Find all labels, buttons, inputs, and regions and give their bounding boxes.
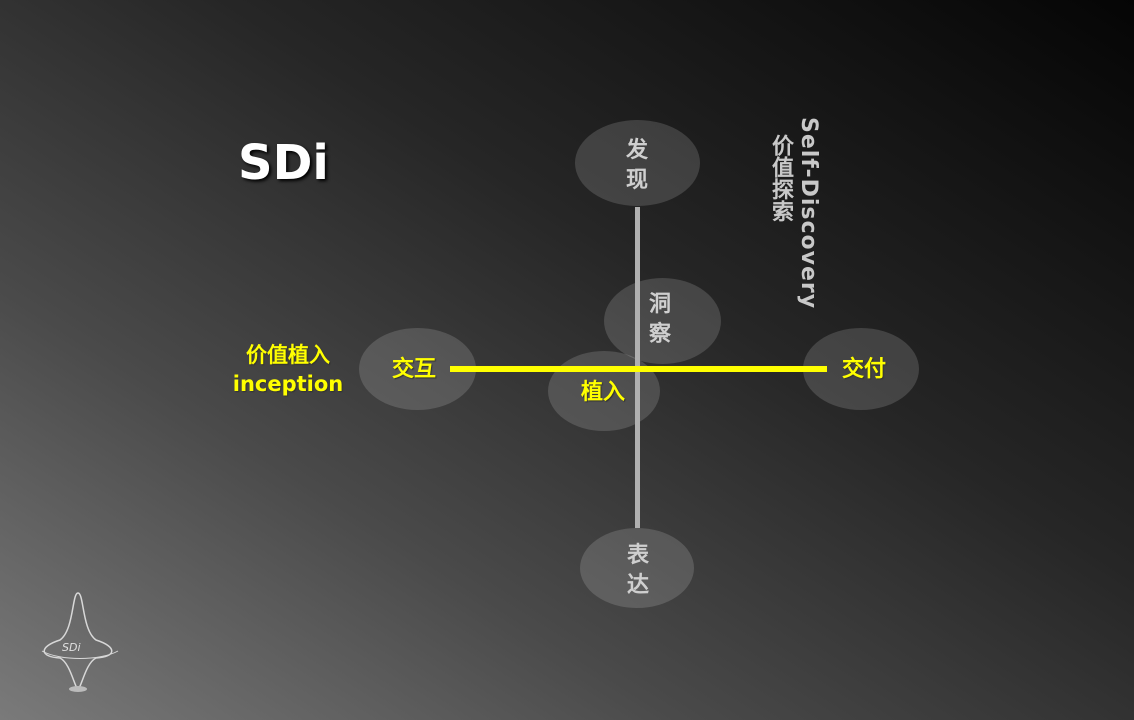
spinning-top-logo-icon: SDi <box>41 592 119 692</box>
horizontal-axis-label-en: inception <box>232 372 344 396</box>
node-discover <box>575 120 700 206</box>
node-express <box>580 528 694 608</box>
node-label-discover: 发 现 <box>625 138 649 193</box>
vertical-axis-label-en: Self-Discovery <box>796 117 821 310</box>
node-insight <box>604 278 721 364</box>
vertical-axis-label-zh: 价值探索 <box>768 134 793 222</box>
node-label-implant: 植入 <box>580 380 626 405</box>
horizontal-axis-line <box>450 366 827 372</box>
horizontal-axis-label-zh: 价值植入 <box>246 343 330 367</box>
node-label-deliver: 交付 <box>841 357 887 382</box>
node-label-interact: 交互 <box>391 357 437 382</box>
node-implant <box>548 351 660 431</box>
node-label-express: 表 达 <box>626 543 650 598</box>
node-label-insight: 洞 察 <box>648 292 672 347</box>
svg-text:SDi: SDi <box>62 641 81 654</box>
slide-title: SDi <box>238 135 329 191</box>
